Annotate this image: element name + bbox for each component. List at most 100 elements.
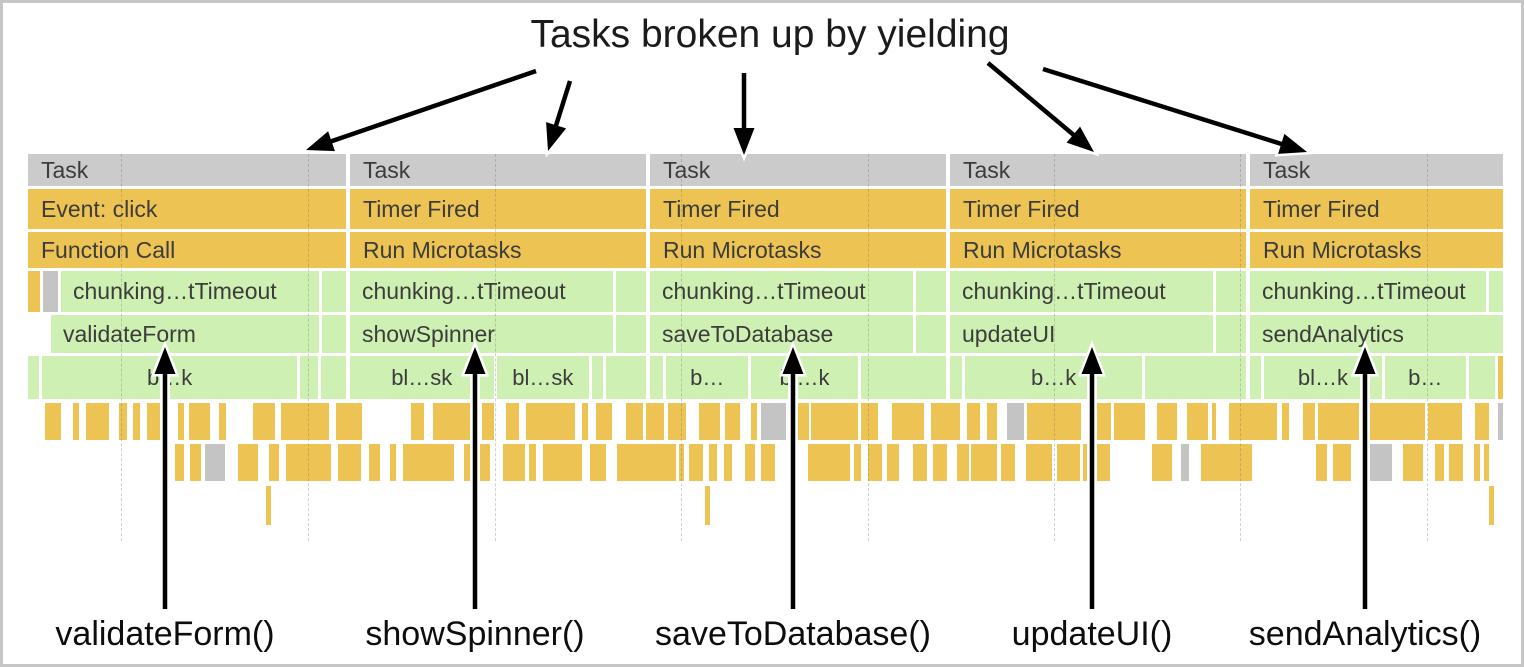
activity-stripe <box>1181 444 1189 481</box>
chunk-task-row: chunking…tTimeout <box>650 271 946 312</box>
activity-stripe <box>118 403 127 440</box>
filler-bar[interactable] <box>1216 315 1246 353</box>
chunk-task-bar[interactable]: chunking…tTimeout <box>61 271 319 312</box>
activity-stripe <box>1007 403 1024 440</box>
filler-bar[interactable] <box>320 356 346 399</box>
activity-stripe <box>986 403 998 440</box>
filler-bar[interactable] <box>950 356 962 399</box>
filler-bar[interactable] <box>592 356 603 399</box>
filler-bar[interactable] <box>1489 271 1503 312</box>
activity-stripe <box>368 444 380 481</box>
function-call-bar[interactable]: Run Microtasks <box>1250 232 1503 268</box>
activity-stripe <box>792 403 810 440</box>
sub-chunk-bar[interactable]: bl…k <box>1264 356 1382 399</box>
callout-sendanalytics: sendAnalytics() <box>1248 615 1482 653</box>
task-bar[interactable]: Task <box>650 154 946 186</box>
filler-bar[interactable] <box>1145 356 1246 399</box>
task-bar[interactable]: Task <box>950 154 1246 186</box>
task-bar[interactable]: Task <box>350 154 646 186</box>
function-bar[interactable]: sendAnalytics <box>1250 315 1503 353</box>
sub-chunk-bar[interactable]: b…k <box>964 356 1143 399</box>
activity-stripe <box>1448 444 1463 481</box>
filler-bar[interactable] <box>860 356 946 399</box>
event-bar[interactable]: Event: click <box>28 189 346 229</box>
activity-stripe <box>1332 444 1351 481</box>
callout-showspinner: showSpinner() <box>365 615 585 653</box>
event-bar[interactable]: Timer Fired <box>1250 189 1503 229</box>
chunk-task-bar[interactable]: chunking…tTimeout <box>350 271 613 312</box>
activity-stripe <box>175 444 184 481</box>
filler-bar[interactable] <box>28 271 40 312</box>
activity-stripe <box>1211 403 1217 440</box>
activity-stripe <box>1201 444 1252 481</box>
chunk-task-bar[interactable]: chunking…tTimeout <box>950 271 1213 312</box>
function-call-bar[interactable]: Run Microtasks <box>650 232 946 268</box>
activity-stripe <box>1367 403 1425 440</box>
filler-bar[interactable] <box>322 315 346 353</box>
activity-stripe <box>1315 444 1328 481</box>
activity-stripe <box>389 444 396 481</box>
activity-stripe <box>678 444 684 481</box>
event-bar[interactable]: Timer Fired <box>650 189 946 229</box>
function-bar[interactable]: updateUI <box>950 315 1213 353</box>
activity-stripe <box>189 444 201 481</box>
sub-chunk-bar[interactable]: bl…sk <box>350 356 494 399</box>
activity-stripe <box>930 403 961 440</box>
filler-bar[interactable] <box>916 271 946 312</box>
sub-chunk-row: b…bl…k <box>650 356 946 399</box>
function-call-bar[interactable]: Run Microtasks <box>950 232 1246 268</box>
activity-stripe <box>1427 403 1463 440</box>
activity-stripe <box>868 444 883 481</box>
filler-bar[interactable] <box>916 315 946 353</box>
activity-stripe <box>705 486 710 525</box>
sub-chunk-bar[interactable]: b… <box>665 356 749 399</box>
sub-chunk-bar[interactable]: b…k <box>42 356 297 399</box>
activity-stripe <box>723 444 732 481</box>
activity-stripe <box>133 403 141 440</box>
activity-stripe <box>178 403 184 440</box>
filler-bar[interactable] <box>616 315 646 353</box>
function-bar[interactable]: saveToDatabase <box>650 315 913 353</box>
activity-stripe <box>464 444 490 481</box>
chunk-task-row: chunking…tTimeout <box>28 271 346 312</box>
sub-chunk-bar[interactable]: b… <box>1384 356 1466 399</box>
activity-stripe <box>595 403 613 440</box>
filler-bar[interactable] <box>43 271 58 312</box>
function-call-bar[interactable]: Run Microtasks <box>350 232 646 268</box>
activity-stripe <box>237 444 258 481</box>
activity-stripe <box>581 403 588 440</box>
filler-bar[interactable] <box>1250 356 1262 399</box>
function-bar[interactable]: showSpinner <box>350 315 613 353</box>
sub-chunk-bar[interactable]: bl…k <box>751 356 858 399</box>
filler-bar[interactable] <box>300 356 318 399</box>
activity-stripe <box>268 444 279 481</box>
activity-stripe <box>1025 444 1052 481</box>
task-bar[interactable]: Task <box>1250 154 1503 186</box>
activity-stripe <box>957 444 970 481</box>
event-bar[interactable]: Timer Fired <box>350 189 646 229</box>
chunk-task-bar[interactable]: chunking…tTimeout <box>1250 271 1486 312</box>
activity-stripe <box>1302 403 1316 440</box>
activity-stripe <box>667 403 687 440</box>
function-call-bar[interactable]: Function Call <box>28 232 346 268</box>
filler-bar[interactable] <box>28 356 40 399</box>
filler-bar[interactable] <box>1468 356 1495 399</box>
activity-stripe <box>147 403 169 440</box>
filler-bar[interactable] <box>1497 356 1503 399</box>
filler-bar[interactable] <box>605 356 646 399</box>
function-bar[interactable]: validateForm <box>51 315 319 353</box>
event-bar[interactable]: Timer Fired <box>950 189 1246 229</box>
chunk-task-bar[interactable]: chunking…tTimeout <box>650 271 913 312</box>
filler-bar[interactable] <box>322 271 346 312</box>
filler-bar[interactable] <box>1216 271 1246 312</box>
sub-chunk-bar[interactable]: bl…sk <box>496 356 590 399</box>
activity-stripe <box>625 403 643 440</box>
activity-stripe <box>1228 403 1278 440</box>
filler-bar[interactable] <box>650 356 663 399</box>
task-bar[interactable]: Task <box>28 154 346 186</box>
filler-bar[interactable] <box>616 271 646 312</box>
activity-stripe <box>1151 444 1173 481</box>
chunk-task-row: chunking…tTimeout <box>950 271 1246 312</box>
activity-stripe <box>761 444 776 481</box>
